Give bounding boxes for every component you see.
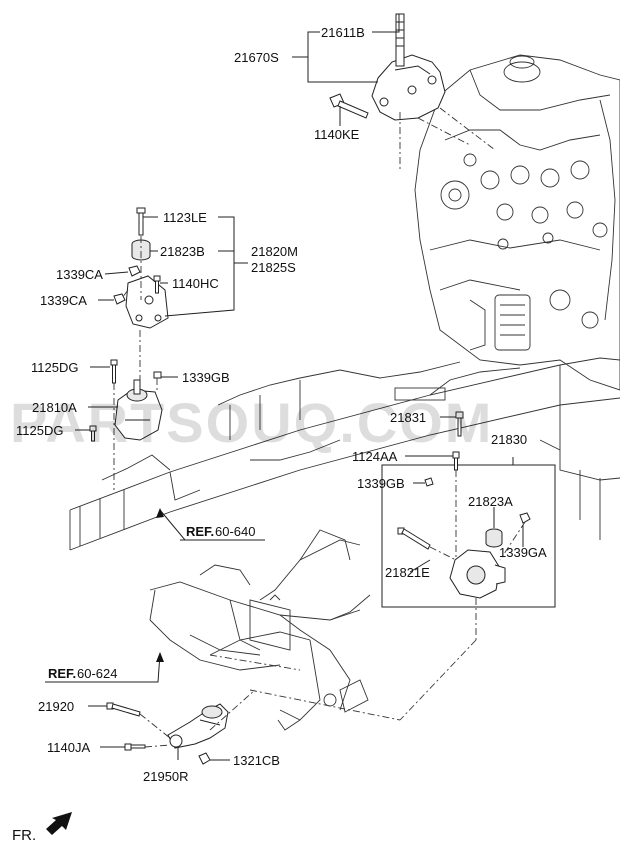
label-21821E[interactable]: 21821E (385, 565, 430, 580)
ref-60-624[interactable]: REF. 60-624 (48, 666, 117, 681)
ref-number[interactable]: 60-624 (77, 666, 117, 681)
label-21950R[interactable]: 21950R (143, 769, 189, 784)
label-21611B[interactable]: 21611B (321, 25, 365, 40)
fr-label: FR. (12, 827, 36, 844)
label-21810A[interactable]: 21810A (32, 400, 77, 415)
label-1140KE[interactable]: 1140KE (314, 127, 360, 142)
label-1125DG-2[interactable]: 1125DG (16, 423, 63, 438)
arrow-down-left-icon (46, 812, 72, 835)
leader-lines (45, 14, 524, 761)
label-1125DG[interactable]: 1125DG (31, 360, 78, 375)
engine-mount-assembly-21820M[interactable] (113, 207, 169, 329)
label-21670S[interactable]: 21670S (234, 50, 279, 65)
ref-arrowhead (156, 508, 164, 518)
label-1339GA[interactable]: 1339GA (499, 545, 547, 560)
label-21920[interactable]: 21920 (38, 699, 74, 714)
label-21820M[interactable]: 21820M (251, 244, 298, 259)
ref-prefix: REF. (48, 666, 76, 681)
label-1140JA[interactable]: 1140JA (47, 740, 90, 755)
label-1339GB[interactable]: 1339GB (182, 370, 230, 385)
side-member-rail-illustration (69, 357, 620, 551)
label-1339CA-2[interactable]: 1339CA (40, 293, 87, 308)
label-21823A[interactable]: 21823A (468, 494, 513, 509)
label-21830[interactable]: 21830 (491, 432, 527, 447)
engine-mount-insulator-box-21830 (381, 457, 556, 608)
label-1321CB[interactable]: 1321CB (233, 753, 280, 768)
ref-prefix: REF. (186, 524, 214, 539)
front-direction-indicator: FR. (12, 812, 72, 844)
insulator-21830-illustration[interactable] (397, 512, 531, 599)
bolt-1140KE-illustration (329, 93, 369, 119)
bolt-1124AA-illustration (452, 451, 460, 471)
label-21831[interactable]: 21831 (390, 410, 426, 425)
ref-60-640[interactable]: REF. 60-640 (186, 524, 255, 539)
ref-arrowhead (156, 652, 164, 662)
engine-block-illustration (414, 54, 620, 391)
engine-mount-bracket-top[interactable] (371, 13, 446, 121)
label-1339GB-2[interactable]: 1339GB (357, 476, 405, 491)
watermark: PARTSOUQ.COM (10, 391, 493, 454)
part-labels: 21611B 21670S 1140KE 1123LE 21823B 21820… (16, 25, 547, 784)
engine-mount-bracket-21810A[interactable] (89, 359, 163, 442)
bolt-21831-illustration (455, 411, 464, 437)
label-1140HC[interactable]: 1140HC (172, 276, 219, 291)
label-1339CA[interactable]: 1339CA (56, 267, 103, 282)
label-1123LE[interactable]: 1123LE (163, 210, 207, 225)
subframe-crossmember-illustration (149, 529, 371, 731)
label-1124AA[interactable]: 1124AA (352, 449, 398, 464)
label-21825S[interactable]: 21825S (251, 260, 296, 275)
label-21823B[interactable]: 21823B (160, 244, 205, 259)
roll-rod-bracket-21950R[interactable] (106, 702, 229, 765)
ref-number[interactable]: 60-640 (215, 524, 255, 539)
